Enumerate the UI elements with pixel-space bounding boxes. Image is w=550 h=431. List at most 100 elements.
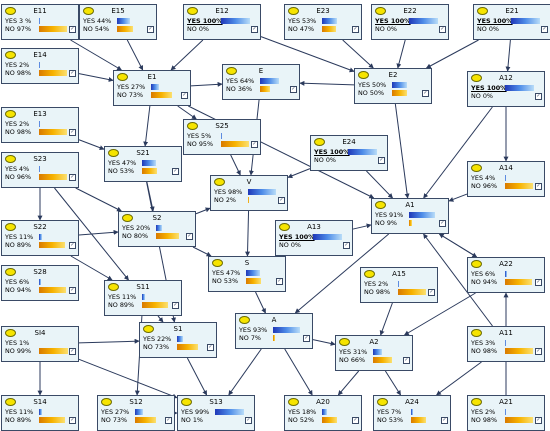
check-icon[interactable]: ✓ — [69, 242, 76, 249]
check-icon[interactable]: ✓ — [378, 157, 385, 164]
check-icon[interactable]: ✓ — [69, 70, 76, 77]
check-icon[interactable]: ✓ — [251, 141, 258, 148]
yes-row: YES 100% — [311, 148, 387, 156]
check-icon[interactable]: ✓ — [439, 26, 446, 33]
check-icon[interactable]: ✓ — [535, 93, 542, 100]
no-label: NO 0% — [477, 25, 499, 33]
check-icon[interactable]: ✓ — [251, 26, 258, 33]
check-icon[interactable]: ✓ — [69, 287, 76, 294]
check-icon[interactable]: ✓ — [172, 302, 179, 309]
node-header: S14 — [2, 396, 78, 408]
check-icon[interactable]: ✓ — [535, 183, 542, 190]
check-icon[interactable]: ✓ — [352, 417, 359, 424]
check-icon[interactable]: ✓ — [352, 26, 359, 33]
edge-e2-a1 — [394, 103, 410, 199]
check-icon[interactable]: ✓ — [172, 168, 179, 175]
check-icon[interactable]: ✓ — [69, 174, 76, 181]
check-icon[interactable]: ✓ — [278, 197, 285, 204]
yes-row: YES 11% — [2, 233, 78, 241]
yes-bar — [505, 340, 534, 346]
check-icon[interactable]: ✓ — [343, 242, 350, 249]
yes-label: YES 7% — [377, 408, 402, 416]
check-icon[interactable]: ✓ — [303, 335, 310, 342]
check-icon[interactable]: ✓ — [207, 344, 214, 351]
no-label: NO 54% — [83, 25, 110, 33]
no-row: NO 0%✓ — [311, 156, 387, 164]
node-title: A14 — [499, 164, 513, 172]
check-icon[interactable]: ✓ — [403, 357, 410, 364]
yes-label: YES 6% — [5, 278, 30, 286]
edge-e12-e2 — [260, 36, 355, 73]
check-icon[interactable]: ✓ — [290, 86, 297, 93]
node-title: E — [258, 67, 264, 75]
check-icon[interactable]: ✓ — [186, 233, 193, 240]
no-bar — [248, 197, 277, 203]
status-bulb-icon — [5, 155, 16, 163]
check-icon[interactable]: ✓ — [69, 129, 76, 136]
no-bar — [409, 26, 438, 32]
check-icon[interactable]: ✓ — [439, 220, 446, 227]
check-icon[interactable]: ✓ — [276, 278, 283, 285]
check-icon[interactable]: ✓ — [441, 417, 448, 424]
check-icon[interactable]: ✓ — [541, 26, 548, 33]
check-icon[interactable]: ✓ — [165, 417, 172, 424]
check-icon[interactable]: ✓ — [428, 289, 435, 296]
check-icon[interactable]: ✓ — [181, 92, 188, 99]
check-icon[interactable]: ✓ — [535, 279, 542, 286]
edge-a1-a — [294, 233, 390, 314]
no-row: NO 98%✓ — [468, 416, 544, 424]
check-icon[interactable]: ✓ — [535, 348, 542, 355]
check-icon[interactable]: ✓ — [535, 417, 542, 424]
node-title: S14 — [33, 398, 47, 406]
check-icon[interactable]: ✓ — [69, 348, 76, 355]
check-icon[interactable]: ✓ — [422, 90, 429, 97]
yes-label: YES 27% — [101, 408, 130, 416]
no-row: NO 73%✓ — [98, 416, 174, 424]
node-header: A13 — [276, 221, 352, 233]
yes-bar — [322, 18, 351, 24]
check-icon[interactable]: ✓ — [69, 417, 76, 424]
check-icon[interactable]: ✓ — [69, 26, 76, 33]
no-label: NO 53% — [212, 277, 239, 285]
check-icon[interactable]: ✓ — [245, 417, 252, 424]
check-icon[interactable]: ✓ — [147, 26, 154, 33]
